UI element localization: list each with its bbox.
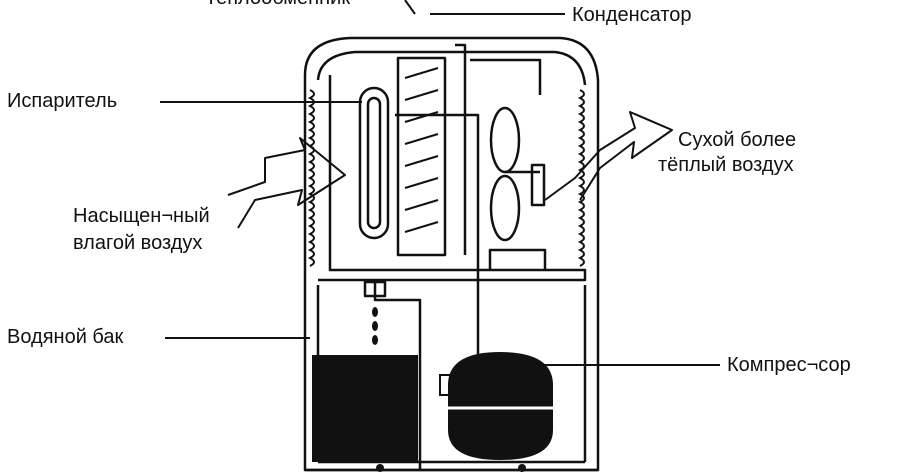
leader-top <box>404 0 416 15</box>
label-dry-air-line2: тёплый воздух <box>658 154 794 176</box>
dry-air-arrow <box>544 111 673 201</box>
housing-outline <box>303 36 600 472</box>
drain-tube <box>373 280 422 470</box>
fan <box>489 106 546 242</box>
label-top-cut: Теплообменник <box>205 0 350 10</box>
label-evaporator: Испаритель <box>7 90 118 112</box>
housing-inner-top <box>316 50 587 86</box>
water-drops <box>372 307 378 345</box>
condenser-fins <box>404 67 439 233</box>
compressor <box>439 352 553 460</box>
inner-frame <box>318 75 587 282</box>
label-humid-air-line2: влагой воздух <box>73 232 203 254</box>
left-spring <box>307 89 315 267</box>
condenser-coil <box>396 56 447 257</box>
label-dry-air-line1: Сухой более <box>678 129 797 151</box>
label-condenser: Конденсатор <box>572 4 692 26</box>
evaporator-coil <box>358 86 390 240</box>
label-humid-air-line1: Насыщен¬ный <box>73 205 210 227</box>
right-spring <box>577 89 585 267</box>
refrigerant-pipe <box>395 113 480 365</box>
humid-air-arrow <box>227 137 346 229</box>
water-fill <box>312 355 418 462</box>
label-compressor: Компрес¬сор <box>727 354 851 376</box>
label-water-tank: Водяной бак <box>7 326 124 348</box>
